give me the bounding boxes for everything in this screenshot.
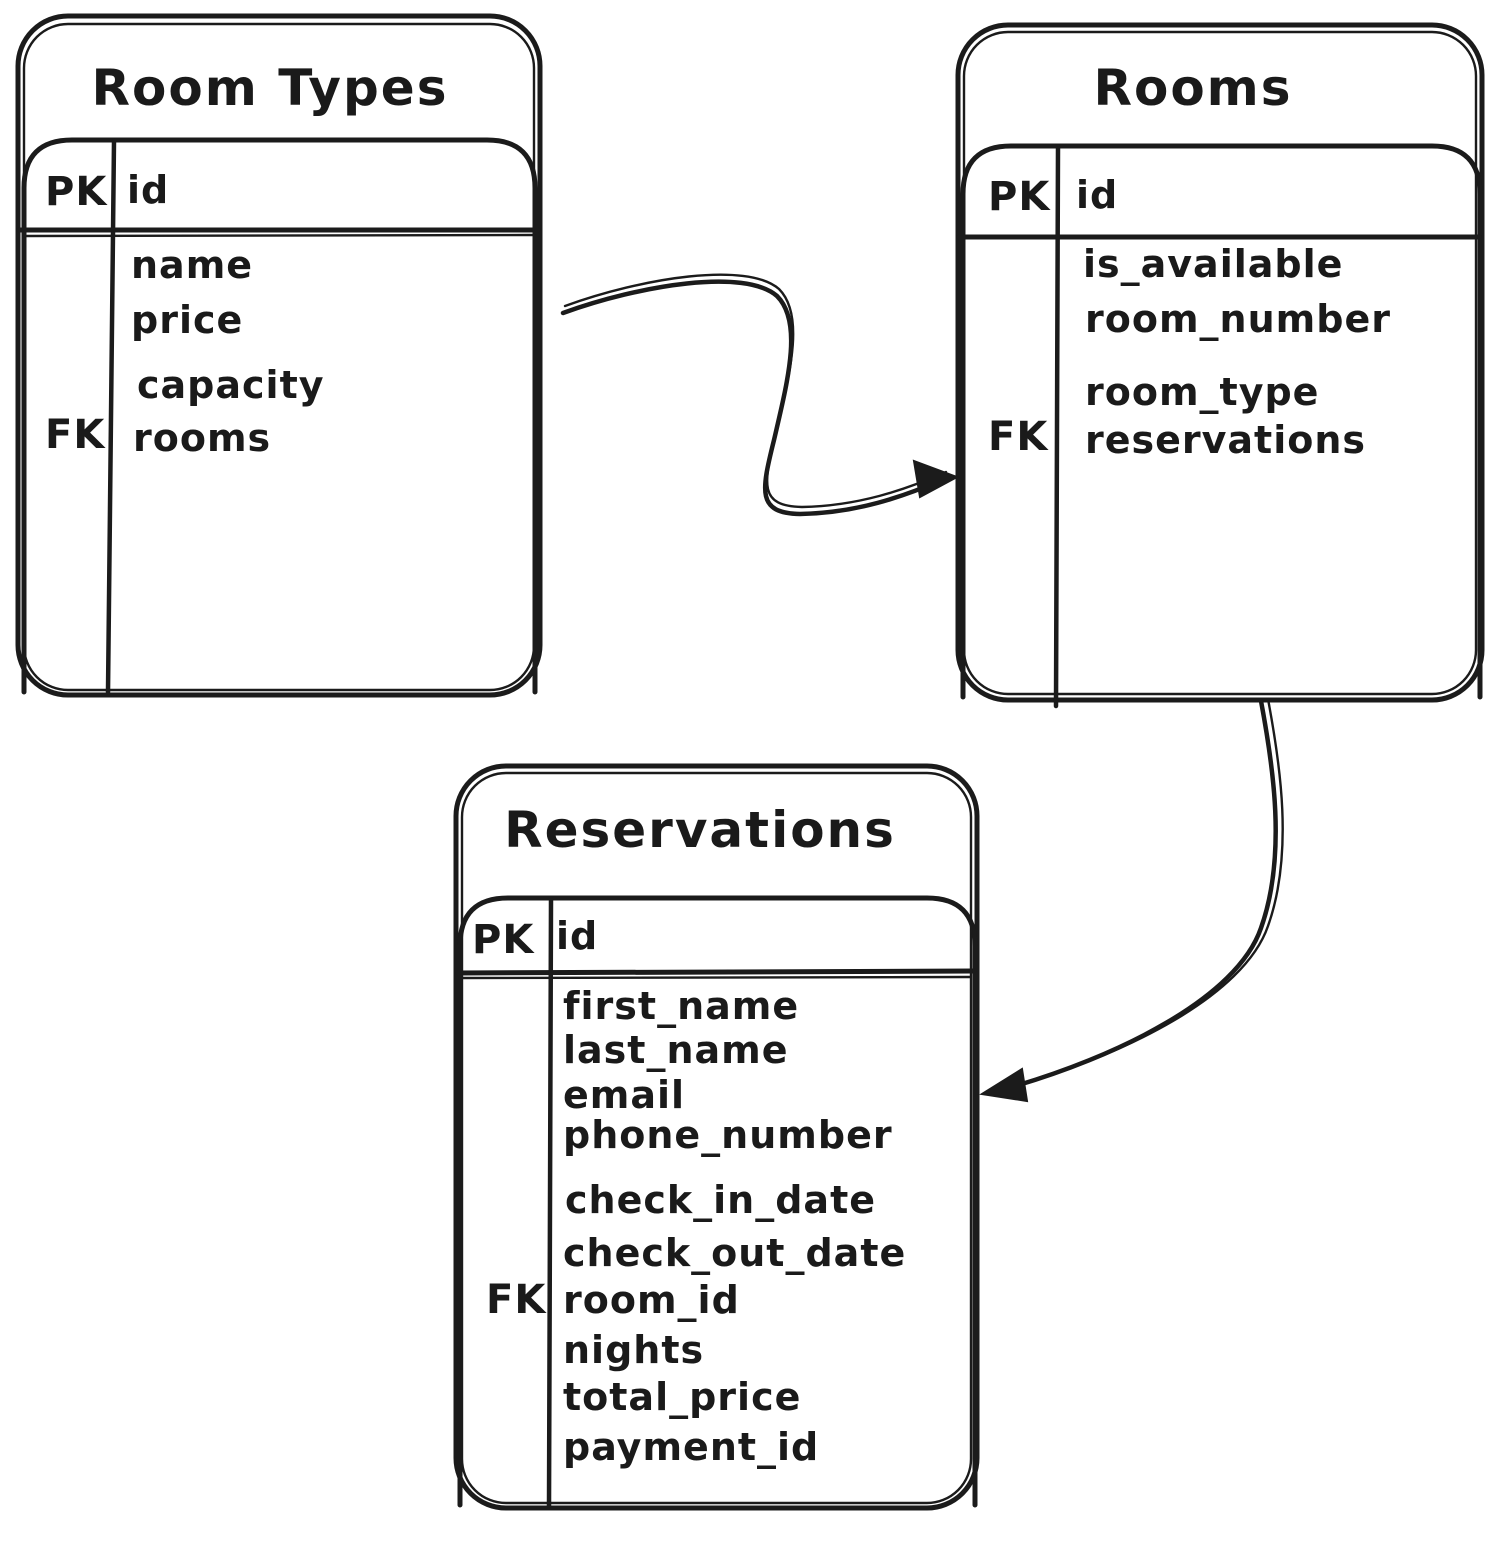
field-reservations-email: email [563,1073,686,1117]
field-reservations-first-name: first_name [563,984,800,1028]
field-reservations-check-out-date: check_out_date [563,1231,907,1275]
pk-label-room-types: PK [45,169,108,215]
table-frame-room-types [15,13,543,698]
field-rooms-room-number: room_number [1085,297,1391,341]
fk-label-room-types: FK [45,412,106,458]
field-rooms-room-type: room_type [1085,370,1320,414]
field-room-types-capacity: capacity [137,363,325,407]
table-title-reservations: Reservations [504,801,896,859]
field-rooms-is-available: is_available [1083,242,1344,286]
fk-label-reservations: FK [486,1277,547,1323]
arrowhead-into-reservations [979,1067,1029,1103]
field-reservations-check-in-date: check_in_date [565,1178,877,1222]
field-room-types-id: id [127,168,170,212]
pk-label-reservations: PK [472,917,535,963]
relationship-arrow-room-types-to-rooms [560,273,960,517]
fk-label-rooms: FK [988,414,1049,460]
field-room-types-name: name [131,243,254,287]
arrowhead-into-rooms [912,459,960,499]
field-room-types-price: price [131,298,244,342]
field-reservations-room-id: room_id [563,1278,740,1322]
field-reservations-payment-id: payment_id [563,1425,820,1469]
field-reservations-phone-number: phone_number [563,1113,893,1157]
table-frame-reservations [453,763,980,1511]
field-rooms-id: id [1076,173,1119,217]
field-reservations-id: id [556,914,599,958]
table-title-room-types: Room Types [91,59,449,117]
relationship-arrow-rooms-to-reservations [979,697,1284,1103]
field-room-types-rooms: rooms [133,416,272,460]
table-title-rooms: Rooms [1093,59,1293,117]
field-rooms-reservations: reservations [1085,418,1367,462]
field-reservations-total-price: total_price [563,1375,802,1419]
table-frame-rooms [955,22,1485,709]
pk-label-rooms: PK [988,174,1051,220]
field-reservations-nights: nights [563,1328,705,1372]
field-reservations-last-name: last_name [563,1028,789,1072]
